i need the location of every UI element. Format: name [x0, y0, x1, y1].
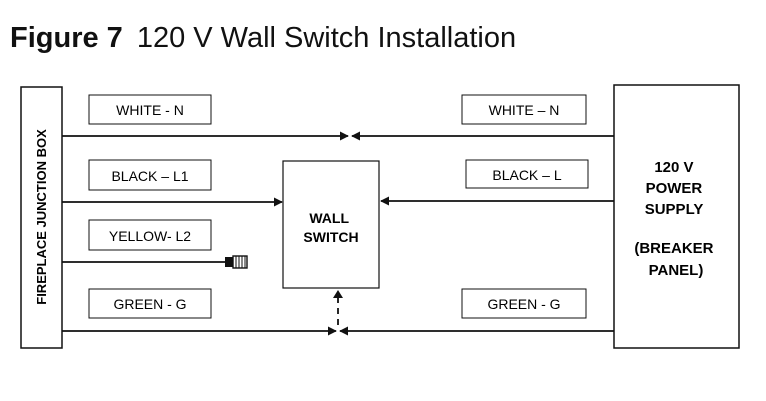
label-right-white: WHITE – N — [489, 102, 560, 118]
label-box-right-white — [461, 94, 587, 125]
junction-box — [20, 86, 63, 349]
label-right-black: BLACK – L — [492, 167, 561, 183]
wall-switch-box — [282, 160, 380, 289]
figure-name: 120 V Wall Switch Installation — [136, 22, 517, 54]
label-right-green: GREEN - G — [487, 296, 560, 312]
figure-number: Figure 7 — [10, 22, 123, 54]
wall-switch-label: WALL SWITCH — [303, 210, 358, 245]
power-supply-box — [613, 84, 740, 349]
label-box-right-green — [461, 288, 587, 319]
wire-nut-cap — [225, 255, 248, 269]
label-box-left-black — [88, 159, 212, 191]
junction-box-label: FIREPLACE JUNCTION BOX — [34, 129, 49, 305]
label-left-white: WHITE - N — [116, 102, 184, 118]
label-left-yellow: YELLOW- L2 — [109, 228, 191, 244]
power-supply-label: 120 V POWER SUPPLY (BREAKER PANEL) — [634, 159, 717, 279]
label-box-right-black — [465, 159, 589, 189]
label-box-left-yellow — [88, 219, 212, 251]
ground-arrowhead — [333, 290, 343, 298]
label-left-black: BLACK – L1 — [111, 168, 188, 184]
label-box-left-white — [88, 94, 212, 125]
label-box-left-green — [88, 288, 212, 319]
label-left-green: GREEN - G — [113, 296, 186, 312]
figure-title: Figure 7 120 V Wall Switch Installation — [10, 22, 516, 55]
